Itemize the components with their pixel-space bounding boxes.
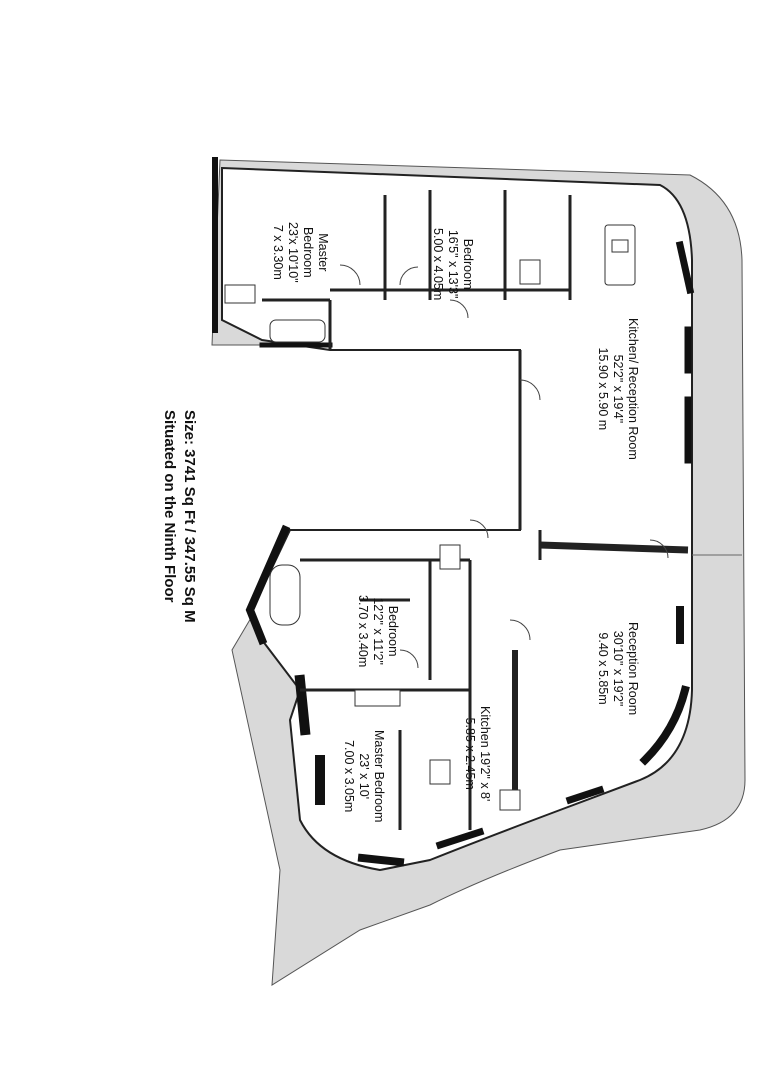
- room-metric: 5.00 x 4.05m: [431, 228, 445, 301]
- outer-walls: [212, 157, 695, 867]
- room-imperial: 30'10" x 19'2": [611, 630, 625, 707]
- room-label-kitchen-reception: Kitchen/ Reception Room 52'2" x 19'4" 15…: [595, 318, 640, 460]
- room-metric: 3.70 x 3.40m: [356, 595, 370, 668]
- room-label-master-bedroom-2: Master Bedroom 23' x 10' 7.00 x 3.05m: [341, 730, 386, 822]
- room-label-reception-room: Reception Room 30'10" x 19'2" 9.40 x 5.8…: [595, 622, 640, 715]
- room-imperial: 5.85 x 2.45m: [463, 717, 477, 790]
- floor-label: Situated on the Ninth Floor: [161, 410, 178, 603]
- room-name: Bedroom: [386, 605, 400, 657]
- room-label-kitchen: Kitchen 19'2" x 8' 5.85 x 2.45m: [462, 706, 492, 801]
- room-name: Master Bedroom: [372, 730, 386, 823]
- room-name: Reception Room: [626, 622, 640, 716]
- room-metric: 7 x 3.30m: [271, 224, 285, 280]
- room-imperial: 23' x 10': [357, 753, 371, 800]
- fixtures: [224, 224, 636, 811]
- room-metric: 9.40 x 5.85m: [596, 632, 610, 705]
- room-imperial: 16'5" x 13'3": [446, 229, 460, 299]
- room-imperial: 23'x 10'10": [286, 222, 300, 283]
- room-name: Kitchen/ Reception Room: [626, 318, 640, 460]
- room-name: Kitchen 19'2" x 8': [478, 706, 492, 802]
- size-label: Size: 3741 Sq Ft / 347.55 Sq M: [181, 410, 198, 623]
- room-name: Bedroom: [461, 238, 475, 290]
- room-label-bedroom-1: Bedroom 16'5" x 13'3" 5.00 x 4.05m: [430, 228, 475, 300]
- room-imperial: 52'2" x 19'4": [611, 354, 625, 424]
- apartment-interior: [221, 166, 693, 872]
- room-metric: 7.00 x 3.05m: [342, 740, 356, 813]
- room-imperial: 12'2" x 11'2": [371, 597, 385, 665]
- room-label-bedroom-2: Bedroom 12'2" x 11'2" 3.70 x 3.40m: [355, 595, 400, 667]
- room-metric: 15.90 x 5.90 m: [596, 347, 610, 431]
- door-swings: [339, 264, 669, 669]
- room-name: Master Bedroom: [301, 226, 330, 278]
- room-label-master-bedroom-1: Master Bedroom 23'x 10'10" 7 x 3.30m: [270, 222, 330, 283]
